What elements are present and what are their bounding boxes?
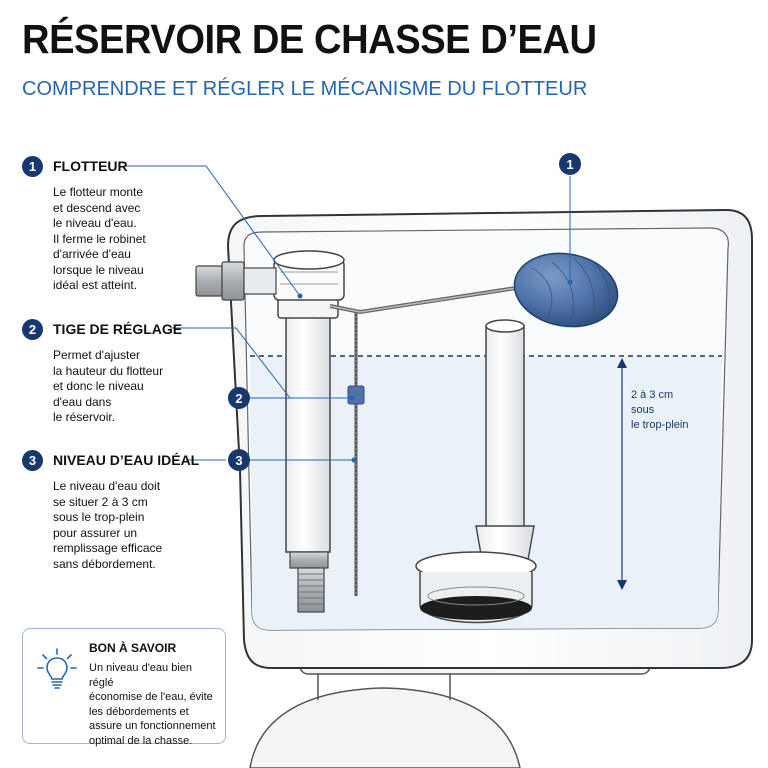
callout-float: 1 FLOTTEUR Le flotteur monte et descend … [22,155,252,294]
marker-1: 1 [559,153,581,175]
marker-3: 3 [228,449,250,471]
marker-2: 2 [228,387,250,409]
callout-label: NIVEAU D’EAU IDÉAL [53,452,200,468]
callout-water-level: 3 NIVEAU D’EAU IDÉAL Le niveau d'eau doi… [22,449,252,572]
page-title: RÉSERVOIR DE CHASSE D’EAU [22,16,597,62]
toilet-bowl [249,687,521,768]
measure-label: 2 à 3 cm sous le trop-plein [631,389,689,431]
tip-text: Un niveau d'eau bien réglé économise de … [89,662,216,747]
tip-box: BON À SAVOIR Un niveau d'eau bien réglé … [22,628,226,747]
callout-label: TIGE DE RÉGLAGE [53,321,183,337]
callout-number: 3 [22,449,43,471]
page-subtitle: COMPRENDRE ET RÉGLER LE MÉCANISME DU FLO… [22,78,588,100]
callout-label: FLOTTEUR [53,158,128,174]
leader-line-1 [124,165,301,297]
overflow-tube [485,325,525,541]
callout-number: 1 [22,155,43,177]
callout-description: Le flotteur monte et descend avec le niv… [53,185,146,292]
callout-number: 2 [22,318,43,340]
float-ball [513,252,619,328]
lightbulb-icon [37,648,77,689]
tip-title: BON À SAVOIR [89,641,177,655]
leader-line-2 [170,327,291,399]
fill-valve-column [285,315,331,553]
callout-description: Permet d'ajuster la hauteur du flotteur … [53,348,164,424]
callout-adjustment-rod: 2 TIGE DE RÉGLAGE Permet d'ajuster la ha… [22,318,252,426]
callout-description: Le niveau d'eau doit se situer 2 à 3 cm … [53,479,163,571]
